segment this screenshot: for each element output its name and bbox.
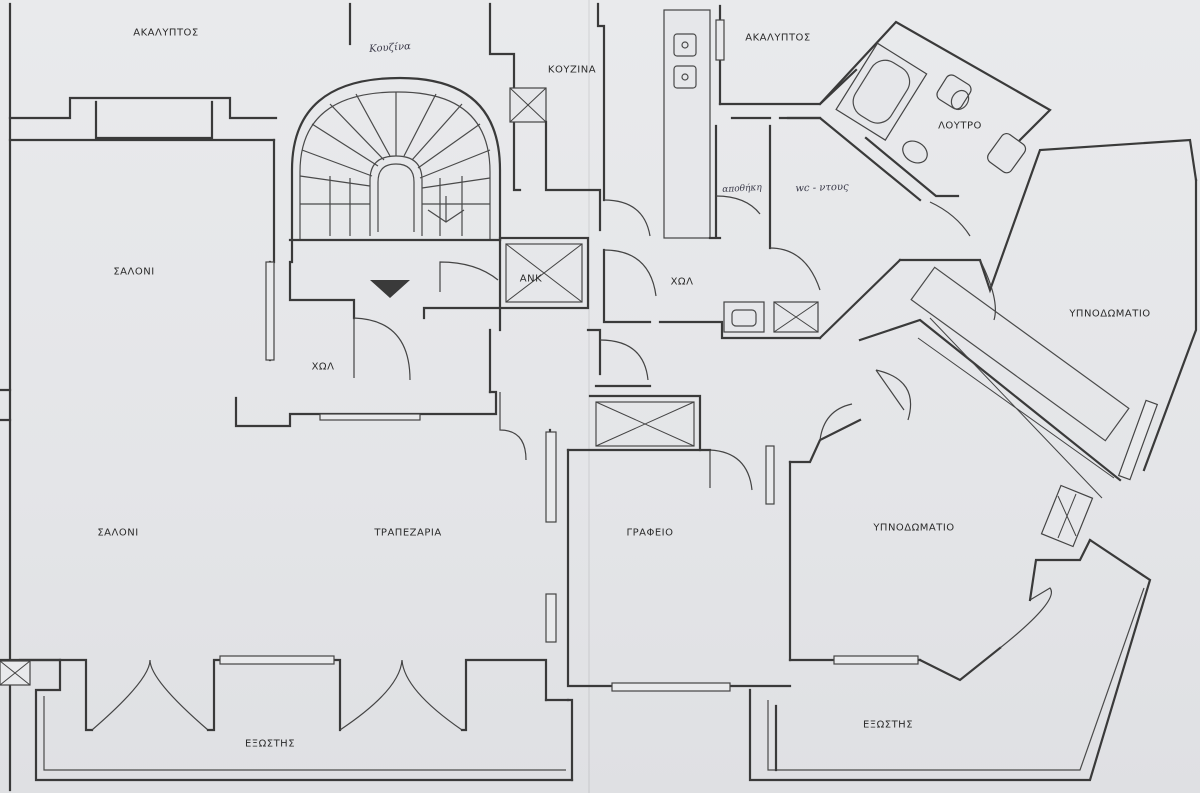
room-label-living-room-top: ΣΑΛΟΝΙ [113, 266, 155, 278]
walls-left-wing [0, 2, 574, 792]
handwritten-note-wc-shower: wc - ντους [795, 181, 849, 195]
walls-bedrooms [748, 138, 1198, 782]
walls-dining-balcony [58, 655, 570, 732]
walls-entry-hall [234, 260, 527, 461]
room-label-bathroom: ΛΟΥΤΡΟ [938, 120, 982, 132]
walls-office [545, 394, 792, 782]
staircase [288, 76, 502, 298]
room-label-akalyptos-right: ΑΚΑΛΥΠΤΟΣ [745, 32, 811, 44]
room-label-living-room-bottom: ΣΑΛΟΝΙ [97, 527, 139, 539]
walls-right-hall [586, 68, 922, 388]
handwritten-note-storage: αποθήκη [722, 182, 762, 196]
room-label-hall-right: ΧΩΛ [670, 276, 694, 288]
room-label-bedroom-bottom: ΥΠΝΟΔΩΜΑΤΙΟ [873, 522, 955, 534]
entry-arrow-icon [370, 280, 410, 298]
elevator-shaft [498, 236, 590, 310]
room-label-bedroom-top: ΥΠΝΟΔΩΜΑΤΙΟ [1069, 308, 1151, 320]
room-label-balcony-right: ΕΞΩΣΤΗΣ [862, 719, 914, 731]
room-label-elevator: ΑΝΚ [519, 273, 543, 285]
room-label-kitchen: ΚΟΥΖΙΝΑ [547, 64, 597, 76]
room-label-balcony-left: ΕΞΩΣΤΗΣ [244, 738, 296, 750]
room-label-office: ΓΡΑΦΕΙΟ [626, 527, 674, 539]
walls-bathroom [818, 20, 1052, 237]
room-label-akalyptos-left: ΑΚΑΛΥΠΤΟΣ [133, 27, 199, 39]
walls-kitchen [348, 2, 725, 240]
room-label-dining-room: ΤΡΑΠΕΖΑΡΙΑ [374, 527, 442, 539]
room-label-hall-left: ΧΩΛ [311, 361, 335, 373]
balcony-rail-left [43, 696, 566, 771]
